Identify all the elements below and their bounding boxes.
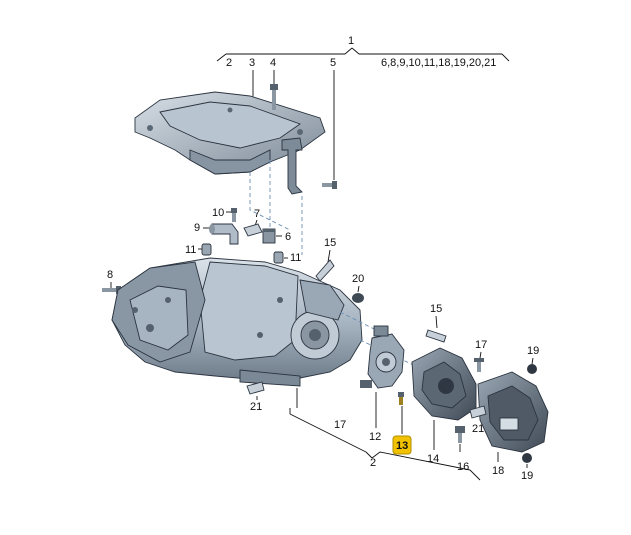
- label-20: 20: [352, 273, 364, 285]
- transmission-housing: [111, 257, 363, 387]
- plug-part-11-right: [273, 251, 284, 264]
- label-group-6-21: 6,8,9,10,11,18,19,20,21: [381, 57, 496, 69]
- guide-line-a: [269, 160, 275, 241]
- shim-part-7: [243, 223, 263, 237]
- label-10: 10: [212, 207, 224, 219]
- label-9: 9: [194, 222, 200, 234]
- label-plate-part-21-left: [246, 381, 265, 395]
- flange-part-12: [360, 325, 405, 389]
- label-19-lower: 19: [521, 470, 533, 482]
- pipe-part-9: [209, 223, 239, 245]
- label-3: 3: [249, 57, 255, 69]
- label-plate-part-15-lower: [425, 329, 447, 343]
- label-11-right: 11: [290, 252, 301, 264]
- label-21-left: 21: [250, 401, 262, 413]
- pan-bracket: [281, 137, 303, 195]
- label-15-upper: 15: [324, 237, 336, 249]
- plug-part-10: [231, 208, 237, 222]
- label-plate-part-21-right: [469, 405, 487, 419]
- label-21-right: 21: [472, 423, 484, 435]
- cover-part-18: [477, 371, 549, 453]
- label-17-lower: 17: [334, 419, 346, 431]
- label-15-lower: 15: [430, 303, 442, 315]
- sleeve-part-6: [262, 228, 276, 244]
- label-19-upper: 19: [527, 345, 539, 357]
- label-5: 5: [330, 57, 336, 69]
- bolt-part-13: [398, 392, 404, 405]
- label-8: 8: [107, 269, 113, 281]
- guide-line-d: [339, 311, 381, 333]
- cap-part-19-lower: [522, 453, 532, 463]
- label-2-bottom: 2: [370, 457, 376, 469]
- callout-2-bracket: [289, 388, 481, 481]
- callout-1-bracket: [216, 47, 510, 62]
- label-4: 4: [270, 57, 276, 69]
- label-6: 6: [285, 231, 291, 243]
- label-13: 13: [396, 440, 408, 452]
- label-7: 7: [254, 208, 260, 220]
- cover-part-14: [411, 347, 477, 421]
- label-12: 12: [369, 431, 381, 443]
- bolt-part-16: [455, 426, 465, 443]
- label-11-left: 11: [185, 244, 196, 256]
- guide-line-c: [249, 172, 291, 231]
- bolt-part-17: [474, 358, 484, 372]
- oil-pan-part-3: [134, 91, 326, 175]
- label-18: 18: [492, 465, 504, 477]
- bolt-part-5: [322, 181, 337, 189]
- label-17-upper: 17: [475, 339, 487, 351]
- bolt-part-4: [270, 84, 278, 110]
- cap-part-19-upper: [527, 364, 537, 374]
- label-16: 16: [457, 461, 469, 473]
- cap-part-20: [352, 293, 364, 303]
- label-2: 2: [226, 57, 232, 69]
- label-1: 1: [348, 35, 354, 47]
- highlight-badge-13: [392, 435, 412, 455]
- plug-part-11-left: [201, 243, 212, 256]
- label-plate-part-15-upper: [315, 259, 335, 282]
